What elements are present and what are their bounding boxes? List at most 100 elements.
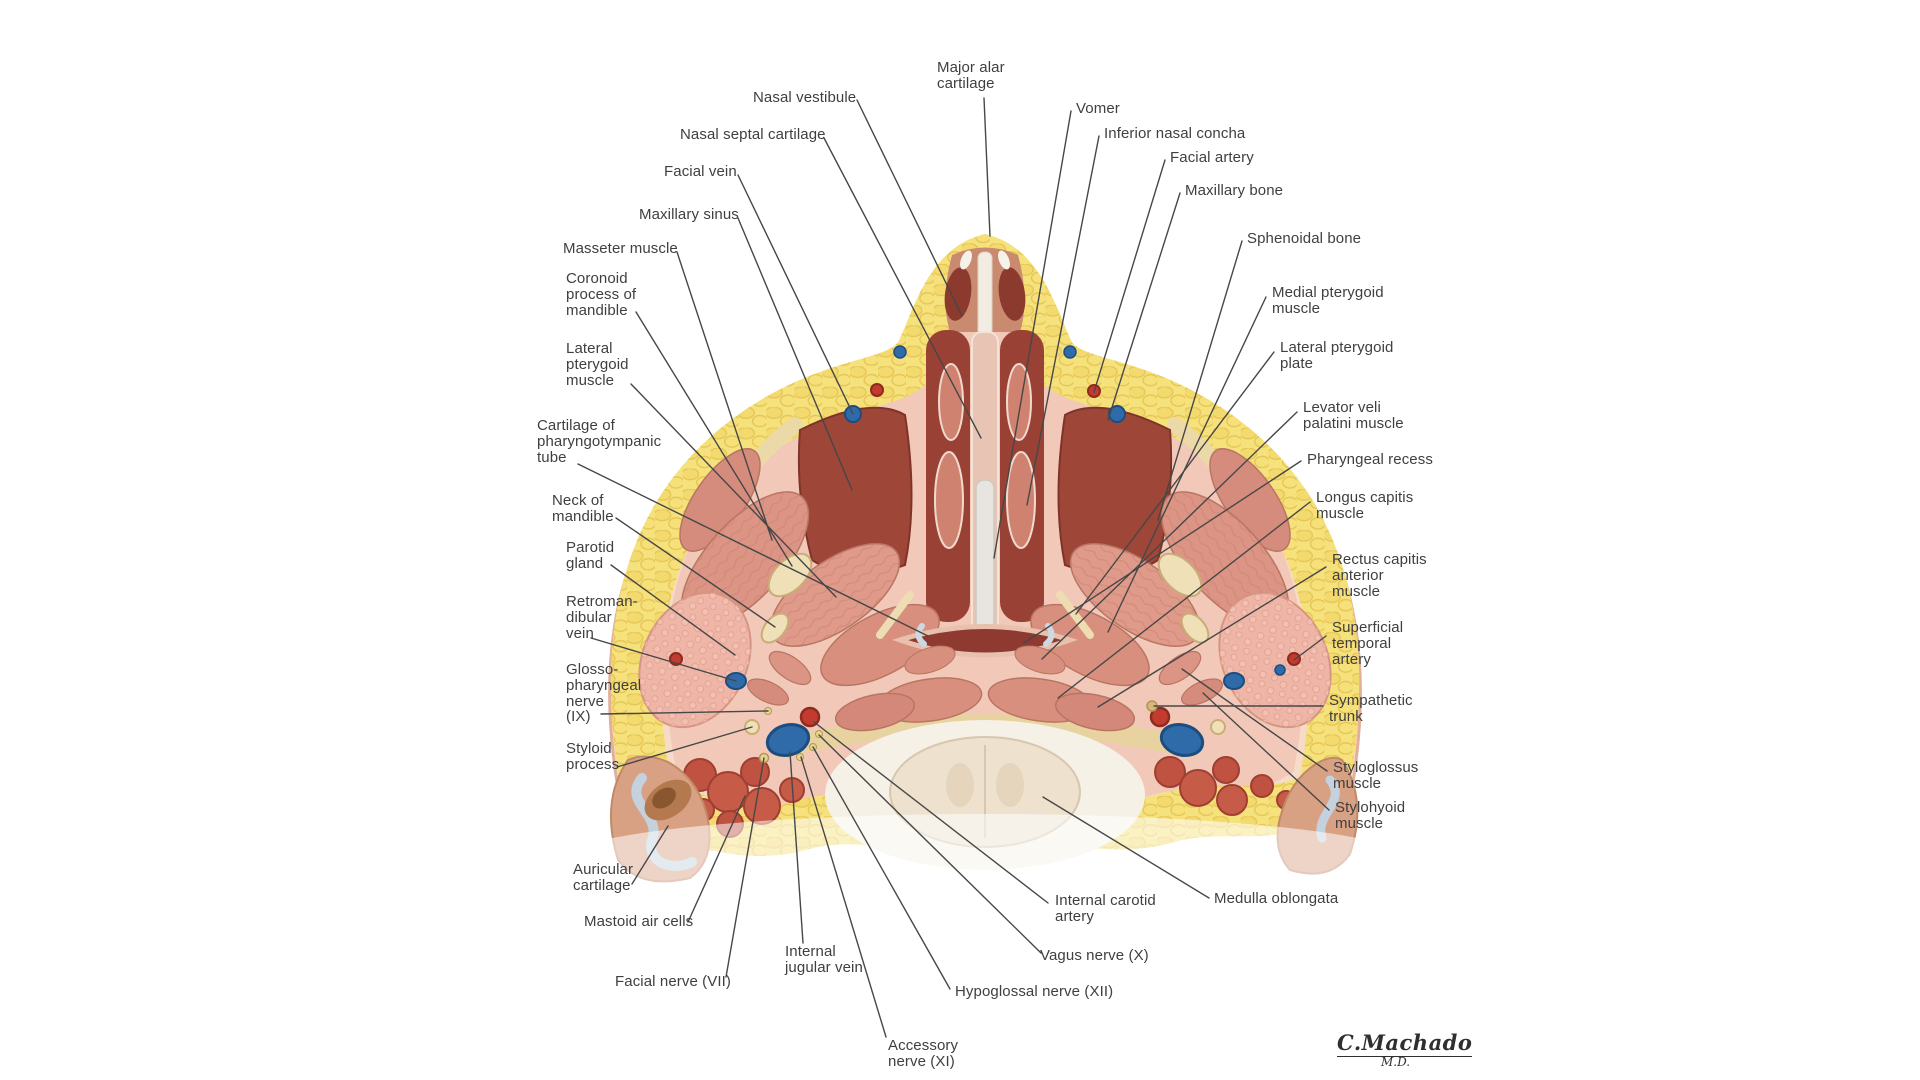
leader-line-major-alar-cartilage [983,97,991,237]
anatomy-label-parotid-gland: Parotid gland [566,539,615,572]
anatomy-label-longus-capitis-muscle: Longus capitis muscle [1316,489,1414,522]
anatomy-label-pharyngeal-recess: Pharyngeal recess [1307,451,1433,468]
leader-line-facial-vein [737,174,854,415]
anatomy-label-vomer: Vomer [1076,100,1120,117]
anatomy-label-maxillary-bone: Maxillary bone [1185,182,1284,199]
anatomy-label-lateral-pterygoid-muscle: Lateral pterygoid muscle [566,340,629,389]
internal-carotid-left [799,706,821,728]
leader-line-stylohyoid-muscle [1202,692,1330,811]
leader-line-internal-carotid-artery [813,721,1049,904]
leader-line-facial-nerve [725,757,765,978]
artist-credentials: M.D. [1381,1055,1411,1069]
anatomy-label-levator-veli-palatini: Levator veli palatini muscle [1303,399,1404,432]
anatomy-label-stylohyoid-muscle: Stylohyoid muscle [1335,799,1406,832]
leader-line-mastoid-air-cells [687,795,746,923]
inferior-concha-left-2 [934,451,964,549]
mandible-bone [760,552,1210,644]
nasal-cavity [926,330,1044,653]
anatomy-label-sympathetic-trunk: Sympathetic trunk [1329,692,1413,725]
leader-line-neck-of-mandible [615,517,776,628]
anatomy-label-facial-vein: Facial vein [664,163,737,180]
leader-line-styloid-process [616,726,753,768]
leader-line-medial-pterygoid-muscle [1107,296,1267,633]
leader-line-sphenoidal-bone [1157,240,1243,521]
parotid-glands [638,591,1332,729]
vessels [669,345,1301,764]
anatomy-label-neck-of-mandible: Neck of mandible [552,492,614,525]
anatomy-label-masseter-muscle: Masseter muscle [563,240,678,257]
leader-line-pharyngeal-recess [1023,460,1302,644]
tube-cartilage-right [1043,623,1055,647]
maxillary-sinuses [797,406,1173,575]
leader-line-superficial-temporal-artery [1293,635,1327,661]
leader-line-inferior-nasal-concha [1026,135,1100,506]
stylo-muscles [747,650,1223,706]
artist-signature: C.Machado M.D. [1337,1030,1473,1069]
leader-line-hypoglossal-nerve [812,746,951,990]
leader-line-maxillary-sinus [737,217,853,491]
nose [944,247,1026,337]
leader-line-glossopharyngeal-nerve [600,710,769,715]
inferior-concha-left [938,363,964,441]
retromandibular-vein-right [1223,672,1245,690]
leader-line-longus-capitis-muscle [1057,501,1311,699]
anatomy-label-mastoid-air-cells: Mastoid air cells [584,913,694,930]
anatomy-label-internal-jugular-vein: Internal jugular vein [785,943,863,976]
leader-line-internal-jugular-vein [789,751,804,944]
pterygoid-plates [876,591,1094,639]
tube-cartilage-left [915,623,927,647]
anatomy-label-retromandibular-vein: Retroman- dibular vein [566,593,638,642]
artist-name: C.Machado [1337,1030,1473,1057]
facial-vein-right [1108,405,1126,423]
medial-pterygoid-right [1030,603,1150,687]
anatomy-label-rectus-capitis-anterior: Rectus capitis anterior muscle [1332,551,1427,600]
internal-jugular-left [765,723,811,757]
leader-line-levator-veli-palatini [1041,411,1298,660]
facial-artery-left [870,383,884,397]
leader-lines [577,97,1330,1038]
superficial-temporal-artery-right [1287,652,1301,666]
anatomy-label-inferior-nasal-concha: Inferior nasal concha [1104,125,1246,142]
leader-line-styloglossus-muscle [1181,668,1328,772]
cut-edge-fade [555,814,1415,910]
inferior-concha-right [1006,363,1032,441]
prevertebral-muscles [834,677,1136,732]
anatomy-label-hypoglossal-nerve: Hypoglossal nerve (XII) [955,983,1114,1000]
anatomy-label-facial-artery: Facial artery [1170,149,1254,166]
leader-line-parotid-gland [610,564,736,656]
anatomy-label-nasal-septal-cartilage: Nasal septal cartilage [680,126,826,143]
anatomy-label-cartilage-pharyngotympanic-tube: Cartilage of pharyngotympanic tube [537,417,662,466]
anatomy-label-sphenoidal-bone: Sphenoidal bone [1247,230,1362,247]
leader-line-maxillary-bone [1107,192,1181,421]
anatomy-label-maxillary-sinus: Maxillary sinus [639,206,739,223]
nasopharynx [892,623,1078,675]
anatomy-label-major-alar-cartilage: Major alar cartilage [937,59,1005,92]
leader-line-masseter-muscle [676,251,773,541]
leader-line-cartilage-pharyngotympanic-tube [577,463,929,637]
anatomy-label-lateral-pterygoid-plate: Lateral pterygoid plate [1280,339,1394,372]
anatomy-label-styloid-process: Styloid process [566,740,620,773]
medial-pterygoid-left [820,603,940,687]
leader-line-vomer [993,110,1072,559]
leader-line-vagus-nerve [818,734,1042,954]
anatomy-label-medial-pterygoid-muscle: Medial pterygoid muscle [1272,284,1384,317]
leader-line-nasal-septal-cartilage [823,137,982,439]
leader-line-accessory-nerve [800,756,887,1038]
anatomy-label-medulla-oblongata: Medulla oblongata [1214,890,1339,907]
internal-jugular-right [1159,723,1205,757]
anatomy-label-internal-carotid-artery: Internal carotid artery [1055,892,1156,925]
leader-line-rectus-capitis-anterior [1097,566,1327,708]
anatomy-label-glossopharyngeal-nerve: Glosso- pharyngeal nerve (IX) [566,661,642,726]
head-section [555,233,1415,910]
mastoid-air-cells-region [683,756,1296,838]
leader-line-nasal-vestibule [856,99,963,317]
inferior-concha-right-2 [1006,451,1036,549]
levator-veli-palatini-right [1014,645,1066,675]
leader-line-auricular-cartilage [631,825,669,885]
leader-line-retromandibular-vein [590,637,737,682]
anatomy-label-facial-nerve: Facial nerve (VII) [615,973,731,990]
leader-line-lateral-pterygoid-plate [1075,351,1275,615]
leader-line-facial-artery [1093,159,1166,393]
